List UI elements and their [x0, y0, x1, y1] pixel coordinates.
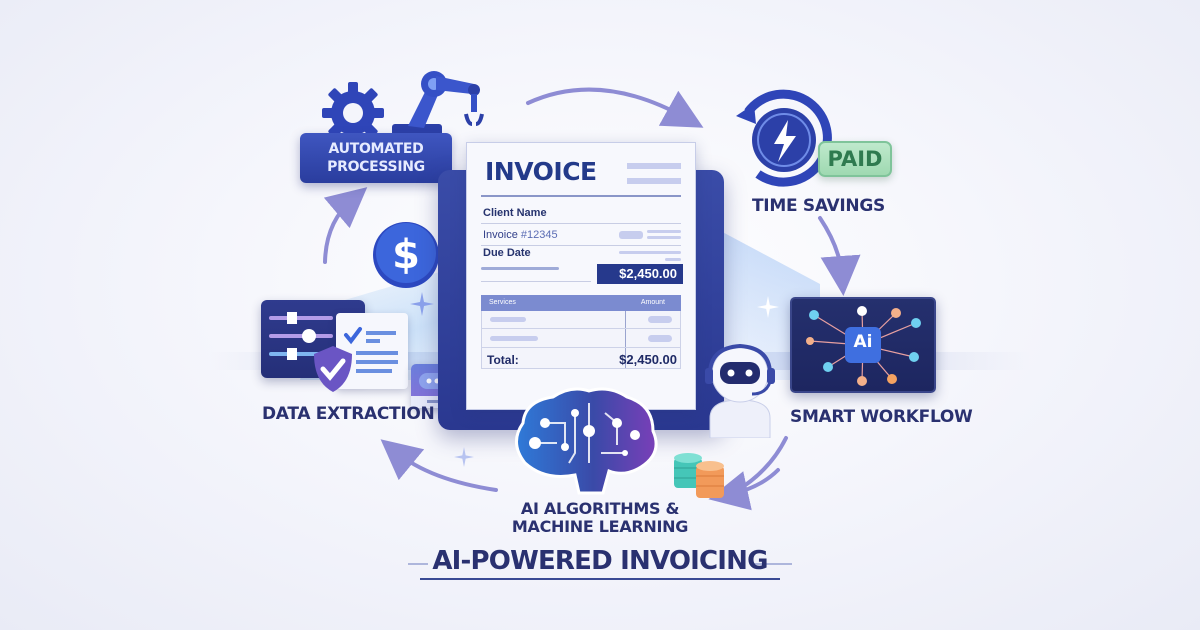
placeholder-line: [647, 236, 681, 239]
data-extraction-label: DATA EXTRACTION: [262, 404, 435, 424]
ai-network-icon: Ai: [790, 297, 936, 393]
ai-ml-label: AI ALGORITHMS & MACHINE LEARNING: [495, 500, 705, 536]
column-divider: [625, 311, 626, 368]
client-name-label: Client Name: [483, 207, 547, 219]
banner-title: AI-POWERED INVOICING: [432, 546, 768, 576]
invoice-number-value: #12345: [520, 229, 558, 241]
title-side-rule: [752, 563, 792, 565]
ai-ml-line: AI ALGORITHMS &: [520, 499, 680, 518]
column-header: Amount: [640, 299, 665, 306]
smart-workflow-label: SMART WORKFLOW: [790, 407, 973, 427]
placeholder-line: [627, 163, 681, 169]
paid-stamp: PAID: [818, 141, 892, 177]
invoice-heading: INVOICE: [485, 157, 597, 186]
amount-due: $2,450.00: [597, 264, 683, 284]
divider: [481, 245, 681, 246]
placeholder-line: [665, 258, 681, 261]
feature-label: AUTOMATED: [328, 141, 424, 157]
services-table-header: Services Amount: [481, 295, 681, 311]
invoice-document: INVOICE Client Name Invoice #12345 Due D…: [466, 142, 696, 410]
sparkle-icon: [454, 447, 474, 467]
placeholder-line: [648, 316, 672, 323]
placeholder-line: [619, 231, 643, 239]
row-divider: [482, 328, 680, 329]
robot-assistant-icon: [705, 343, 775, 438]
placeholder-line: [490, 336, 538, 341]
automated-processing-badge: AUTOMATED PROCESSING: [300, 133, 452, 183]
divider: [481, 281, 591, 282]
checklist-icon: [336, 313, 408, 389]
placeholder-line: [627, 178, 681, 184]
placeholder-line: [490, 317, 526, 322]
ai-chip-label: Ai: [853, 332, 873, 352]
title-side-rule: [408, 563, 428, 565]
sparkle-icon: [757, 296, 779, 318]
placeholder-line: [619, 251, 681, 254]
svg-text:$: $: [392, 232, 420, 278]
dollar-coin-icon: $: [373, 222, 439, 288]
divider: [481, 195, 681, 197]
invoice-number-label: Invoice: [483, 229, 518, 241]
clock-lightning-icon: [736, 89, 832, 187]
ai-ml-line: MACHINE LEARNING: [511, 517, 689, 536]
placeholder-line: [481, 267, 559, 270]
divider: [481, 223, 681, 224]
title-underline: [420, 578, 780, 580]
feature-label: PROCESSING: [327, 159, 425, 175]
total-label: Total:: [487, 353, 519, 367]
row-divider: [482, 347, 680, 348]
total-value: $2,450.00: [619, 352, 677, 367]
due-date-label: Due Date: [483, 247, 531, 259]
placeholder-line: [647, 230, 681, 233]
shield-check-icon: [314, 346, 352, 392]
placeholder-line: [648, 335, 672, 342]
time-savings-label: TIME SAVINGS: [752, 196, 885, 216]
column-header: Services: [489, 299, 516, 306]
services-table: [481, 311, 681, 369]
sparkle-icon: [410, 292, 434, 316]
curved-arrow-icon: [323, 87, 861, 511]
invoice-number-field: Invoice #12345: [483, 229, 558, 241]
coin-stack-icon: [674, 453, 724, 498]
brain-circuit-icon: [515, 387, 658, 495]
